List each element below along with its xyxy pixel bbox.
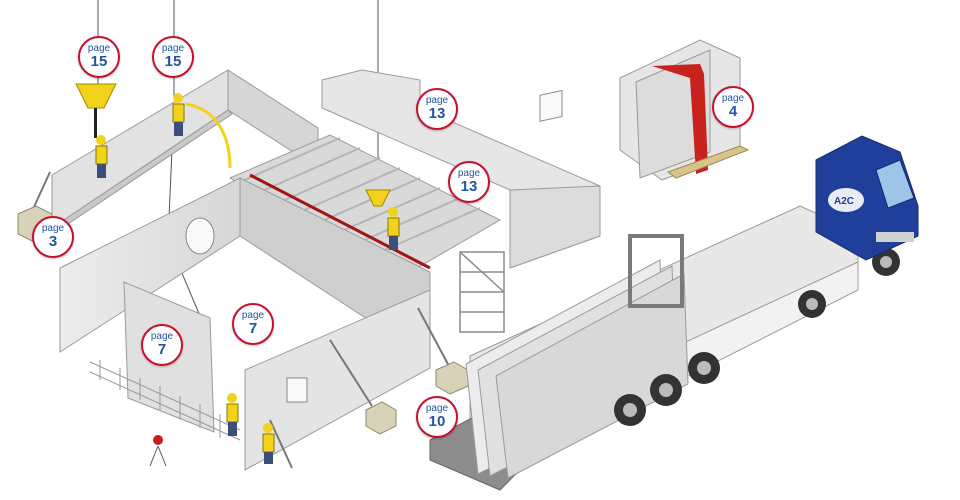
badge-label: page: [87, 43, 111, 54]
page-badge-7-interior[interactable]: page 7: [232, 303, 274, 345]
rebar-cage: [89, 360, 241, 441]
badge-label: page: [721, 93, 745, 104]
page-badge-13-slab[interactable]: page 13: [448, 161, 490, 203]
badge-label: page: [41, 223, 65, 234]
page-badge-15-crane-right[interactable]: page 15: [152, 36, 194, 78]
badge-label: page: [457, 168, 481, 179]
page-badge-4-storage[interactable]: page 4: [712, 86, 754, 128]
badge-number: 7: [157, 341, 167, 358]
truck-logo-text: A2C: [834, 196, 854, 207]
badge-label: page: [241, 310, 265, 321]
trailer: [429, 205, 900, 491]
badge-number: 7: [248, 320, 258, 337]
strapped-panels: [619, 39, 750, 181]
badge-number: 10: [428, 413, 446, 430]
page-badge-10-transport[interactable]: page 10: [416, 396, 458, 438]
floor-slab: [228, 134, 502, 273]
badge-number: 13: [428, 105, 446, 122]
badge-label: page: [150, 331, 174, 342]
badge-number: 15: [90, 53, 108, 70]
page-badge-3-bracing[interactable]: page 3: [32, 216, 74, 258]
right-wall: [244, 289, 431, 471]
badge-number: 4: [728, 103, 738, 120]
page-badge-7-panel[interactable]: page 7: [141, 324, 183, 366]
page-badge-13-gable[interactable]: page 13: [416, 88, 458, 130]
badge-number: 3: [48, 233, 58, 250]
page-badge-15-crane-left[interactable]: page 15: [78, 36, 120, 78]
badge-number: 13: [460, 178, 478, 195]
scaffold: [459, 251, 505, 333]
truck-cab: A2C: [815, 135, 919, 261]
badge-label: page: [425, 403, 449, 414]
badge-label: page: [161, 43, 185, 54]
gable-wall: [321, 69, 601, 269]
badge-number: 15: [164, 53, 182, 70]
badge-label: page: [425, 95, 449, 106]
workers: [75, 83, 400, 467]
